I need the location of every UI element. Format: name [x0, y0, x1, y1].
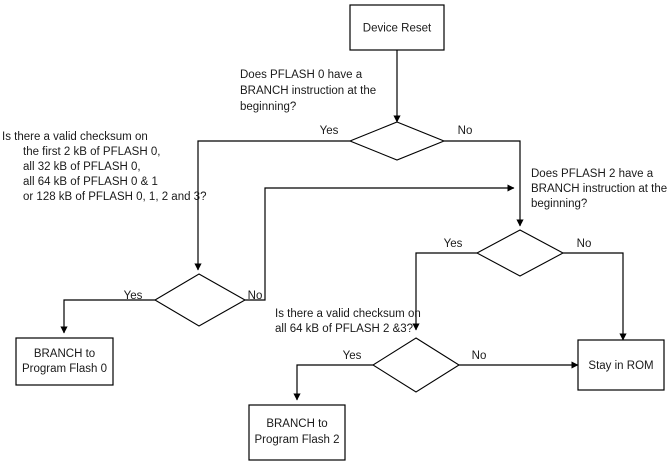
device-reset-label: Device Reset [363, 23, 432, 35]
question-pflash0-branch-line2: BRANCH instruction at the [240, 85, 376, 97]
node-stay-in-rom[interactable] [577, 339, 665, 391]
edge-label-d1-no: No [458, 125, 473, 137]
edge-label-d4-no: No [472, 350, 487, 362]
node-decision-checksum-pflash0[interactable] [153, 273, 247, 327]
connector-d1-yes-to-d3 [194, 140, 350, 271]
stay-in-rom-label: Stay in ROM [588, 360, 653, 372]
connector-d1-no-to-d2 [444, 140, 524, 227]
question-pflash0-branch-line3: beginning? [240, 101, 296, 113]
question-pflash2-branch-line2: BRANCH instruction at the [531, 183, 667, 195]
branch-flash-0-line2: Program Flash 0 [22, 363, 107, 375]
question-checksum-pflash0-line3: all 32 kB of PFLASH 0, [23, 161, 141, 173]
connector-d2-no-to-rom [563, 252, 627, 341]
edge-label-d2-yes: Yes [444, 238, 463, 250]
edge-label-d1-yes: Yes [320, 125, 339, 137]
node-device-reset[interactable] [349, 4, 445, 51]
question-checksum-pflash0-line1: Is there a valid checksum on [2, 131, 148, 143]
node-decision-pflash2-branch[interactable] [475, 229, 565, 277]
node-branch-program-flash-2[interactable] [248, 404, 346, 461]
question-pflash2-branch-line1: Does PFLASH 2 have a [531, 168, 654, 180]
edge-label-d4-yes: Yes [343, 350, 362, 362]
connector-d2-yes-to-d4 [412, 252, 477, 331]
branch-flash-0-line1: BRANCH to [34, 348, 95, 360]
connector-d4-yes-to-branch2 [293, 364, 373, 401]
node-decision-checksum-pflash2[interactable] [371, 337, 461, 393]
node-decision-pflash0-branch[interactable] [348, 121, 446, 161]
question-checksum-pflash0-line4: all 64 kB of PFLASH 0 & 1 [23, 176, 158, 188]
edge-label-d2-no: No [577, 238, 592, 250]
edge-label-d3-no: No [248, 290, 263, 302]
question-checksum-pflash2-line1: Is there a valid checksum on [275, 308, 421, 320]
question-checksum-pflash2-line2: all 64 kB of PFLASH 2 &3? [275, 323, 413, 335]
question-checksum-pflash0-line5: or 128 kB of PFLASH 0, 1, 2 and 3? [23, 191, 206, 203]
question-checksum-pflash0-line2: the first 2 kB of PFLASH 0, [23, 146, 160, 158]
question-pflash0-branch-line1: Does PFLASH 0 have a [240, 69, 363, 81]
connector-d3-yes-to-branch0 [60, 299, 155, 334]
question-pflash2-branch-line3: beginning? [531, 198, 587, 210]
node-branch-program-flash-0[interactable] [15, 337, 114, 386]
branch-flash-2-line2: Program Flash 2 [254, 434, 339, 446]
branch-flash-2-line1: BRANCH to [266, 418, 327, 430]
connector-d3-no-to-d2 [245, 184, 515, 301]
edge-label-d3-yes: Yes [124, 290, 143, 302]
